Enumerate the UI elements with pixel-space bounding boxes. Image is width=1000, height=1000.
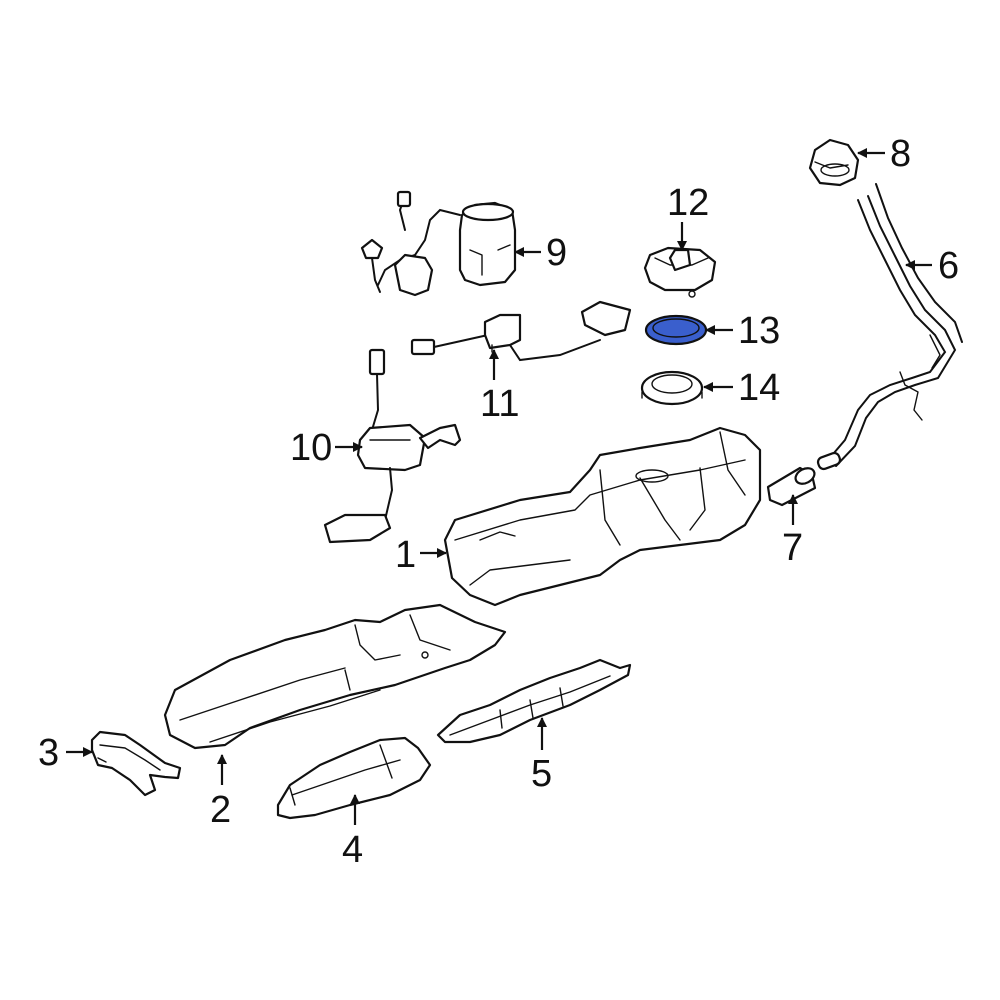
sending-unit-part[interactable]: [323, 348, 462, 544]
filler-neck-part[interactable]: [816, 183, 963, 471]
callout-2: 2: [210, 789, 231, 831]
callout-12: 12: [667, 182, 709, 224]
callout-13: 13: [738, 310, 780, 352]
callout-14: 14: [738, 367, 780, 409]
side-shield-part[interactable]: [436, 658, 632, 744]
fuel-cap-part[interactable]: [808, 138, 860, 187]
fuel-tank-part[interactable]: [443, 426, 762, 607]
heat-shield-part[interactable]: [276, 736, 432, 820]
skid-plate-part[interactable]: [163, 603, 507, 750]
fuel-pump-part[interactable]: [360, 190, 517, 297]
gasket-fill: [644, 314, 708, 346]
hose-part[interactable]: [766, 465, 817, 507]
callout-3: 3: [38, 732, 59, 774]
callout-9: 9: [546, 232, 567, 274]
gasket-part-highlighted[interactable]: [644, 314, 708, 346]
callout-5: 5: [531, 753, 552, 795]
seal-ring-part[interactable]: [640, 370, 704, 406]
level-sensor-part[interactable]: [410, 300, 632, 362]
callout-8: 8: [890, 133, 911, 175]
callout-10: 10: [290, 427, 332, 469]
callout-7: 7: [782, 527, 803, 569]
bracket-part[interactable]: [90, 730, 182, 797]
callout-6: 6: [938, 245, 959, 287]
lock-ring-part[interactable]: [643, 246, 717, 298]
callout-4: 4: [342, 829, 363, 871]
callout-11: 11: [480, 383, 519, 425]
callout-1: 1: [395, 534, 416, 576]
